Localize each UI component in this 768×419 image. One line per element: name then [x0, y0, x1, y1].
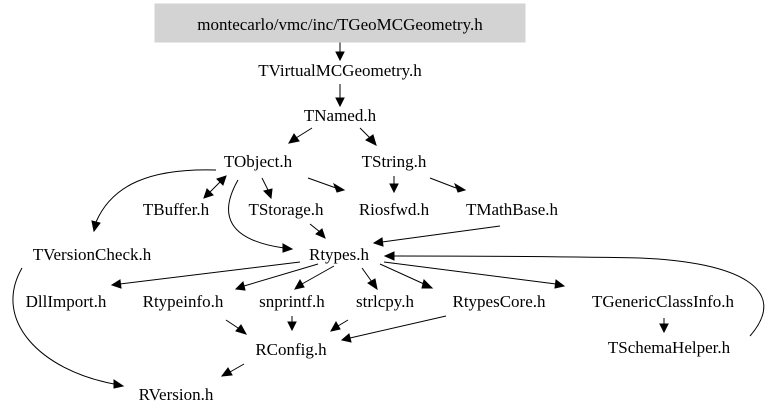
edge-arrowhead: [335, 97, 345, 108]
edge-tschemahelper-rtypes: [393, 255, 765, 337]
edge-strlcpy-rconfig: [337, 319, 349, 327]
edge-arrowhead: [367, 278, 378, 291]
edge-tnamed-tobject: [295, 127, 313, 139]
edge-tversioncheck-rversion: [12, 267, 115, 385]
edge-arrowhead: [113, 379, 125, 389]
graph-edges: [12, 42, 765, 389]
edge-tstring-tmathbase: [429, 177, 457, 189]
node-tvirtualmcgeometry[interactable]: TVirtualMCGeometry.h: [258, 61, 422, 80]
edge-rtypescore-rconfig: [349, 315, 447, 339]
node-tobject[interactable]: TObject.h: [224, 152, 293, 171]
node-tstorage[interactable]: TStorage.h: [248, 200, 324, 219]
edge-arrowhead: [372, 237, 384, 247]
edge-rconfig-rversion: [229, 363, 245, 373]
edge-arrowhead: [421, 279, 434, 289]
edge-arrowhead: [203, 188, 214, 199]
node-tgenericclassinfo[interactable]: TGenericClassInfo.h: [592, 292, 735, 311]
root-node-label[interactable]: montecarlo/vmc/inc/TGeoMCGeometry.h: [197, 15, 483, 34]
node-tnamed[interactable]: TNamed.h: [304, 106, 377, 125]
node-rconfig[interactable]: RConfig.h: [255, 340, 327, 359]
edge-tobject-tstorage: [261, 177, 269, 191]
edge-rtypes-strlcpy: [361, 267, 373, 283]
edge-tobject-tbuffer: [209, 181, 221, 193]
edge-arrowhead: [333, 182, 346, 193]
edge-rtypes-dllimport: [119, 261, 301, 285]
node-dllimport[interactable]: DllImport.h: [26, 292, 107, 311]
edge-arrowhead: [288, 133, 300, 144]
edge-arrowhead: [220, 367, 233, 377]
node-tversioncheck[interactable]: TVersionCheck.h: [33, 245, 152, 264]
node-tmathbase[interactable]: TMathBase.h: [466, 200, 559, 219]
node-rversion[interactable]: RVersion.h: [139, 385, 214, 404]
edge-arrowhead: [282, 243, 294, 253]
edge-arrowhead: [294, 278, 305, 290]
edge-arrowhead: [454, 182, 467, 193]
edge-arrowhead: [383, 251, 395, 261]
edge-arrowhead: [110, 279, 122, 289]
edge-tnamed-tstring: [359, 127, 371, 139]
edge-arrowhead: [659, 323, 669, 334]
edge-tobject-riosfwd: [307, 177, 337, 189]
edge-rtypes-snprintf: [301, 265, 335, 285]
edge-arrowhead: [340, 333, 352, 343]
graph-nodes: montecarlo/vmc/inc/TGeoMCGeometry.h TVir…: [26, 3, 735, 404]
edge-arrowhead: [235, 324, 248, 335]
node-rtypes[interactable]: Rtypes.h: [309, 245, 369, 264]
edge-arrowhead: [330, 320, 341, 332]
node-tstring[interactable]: TString.h: [362, 152, 427, 171]
edge-arrowhead: [365, 134, 377, 146]
edge-tstorage-rtypes: [309, 223, 321, 233]
node-rtypescore[interactable]: RtypesCore.h: [452, 292, 546, 311]
edge-rtypeinfo-rconfig: [225, 319, 239, 329]
node-strlcpy[interactable]: strlcpy.h: [356, 292, 414, 311]
edge-tobject-rtypes: [228, 179, 285, 249]
root-node-box: [154, 3, 526, 43]
edge-arrowhead: [234, 281, 246, 291]
edge-arrowhead: [91, 220, 101, 233]
edge-arrowhead: [216, 175, 227, 186]
edge-rtypes-rtypescore: [379, 263, 425, 285]
node-snprintf[interactable]: snprintf.h: [259, 292, 325, 311]
edge-tmathbase-rtypes: [381, 225, 501, 243]
edge-arrowhead: [389, 183, 399, 194]
node-riosfwd[interactable]: Riosfwd.h: [359, 200, 430, 219]
node-tschemahelper[interactable]: TSchemaHelper.h: [608, 338, 731, 357]
edge-rtypes-tgenericclassinfo: [383, 261, 557, 285]
edge-arrowhead: [263, 188, 273, 200]
edge-arrowhead: [335, 51, 345, 62]
node-rtypeinfo[interactable]: Rtypeinfo.h: [143, 292, 224, 311]
node-tbuffer[interactable]: TBuffer.h: [143, 200, 210, 219]
edge-arrowhead: [554, 279, 566, 289]
edge-rtypes-rtypeinfo: [243, 263, 319, 287]
edge-arrowhead: [315, 228, 326, 239]
edge-tobject-tversioncheck: [95, 169, 217, 223]
edge-arrowhead: [287, 321, 297, 332]
